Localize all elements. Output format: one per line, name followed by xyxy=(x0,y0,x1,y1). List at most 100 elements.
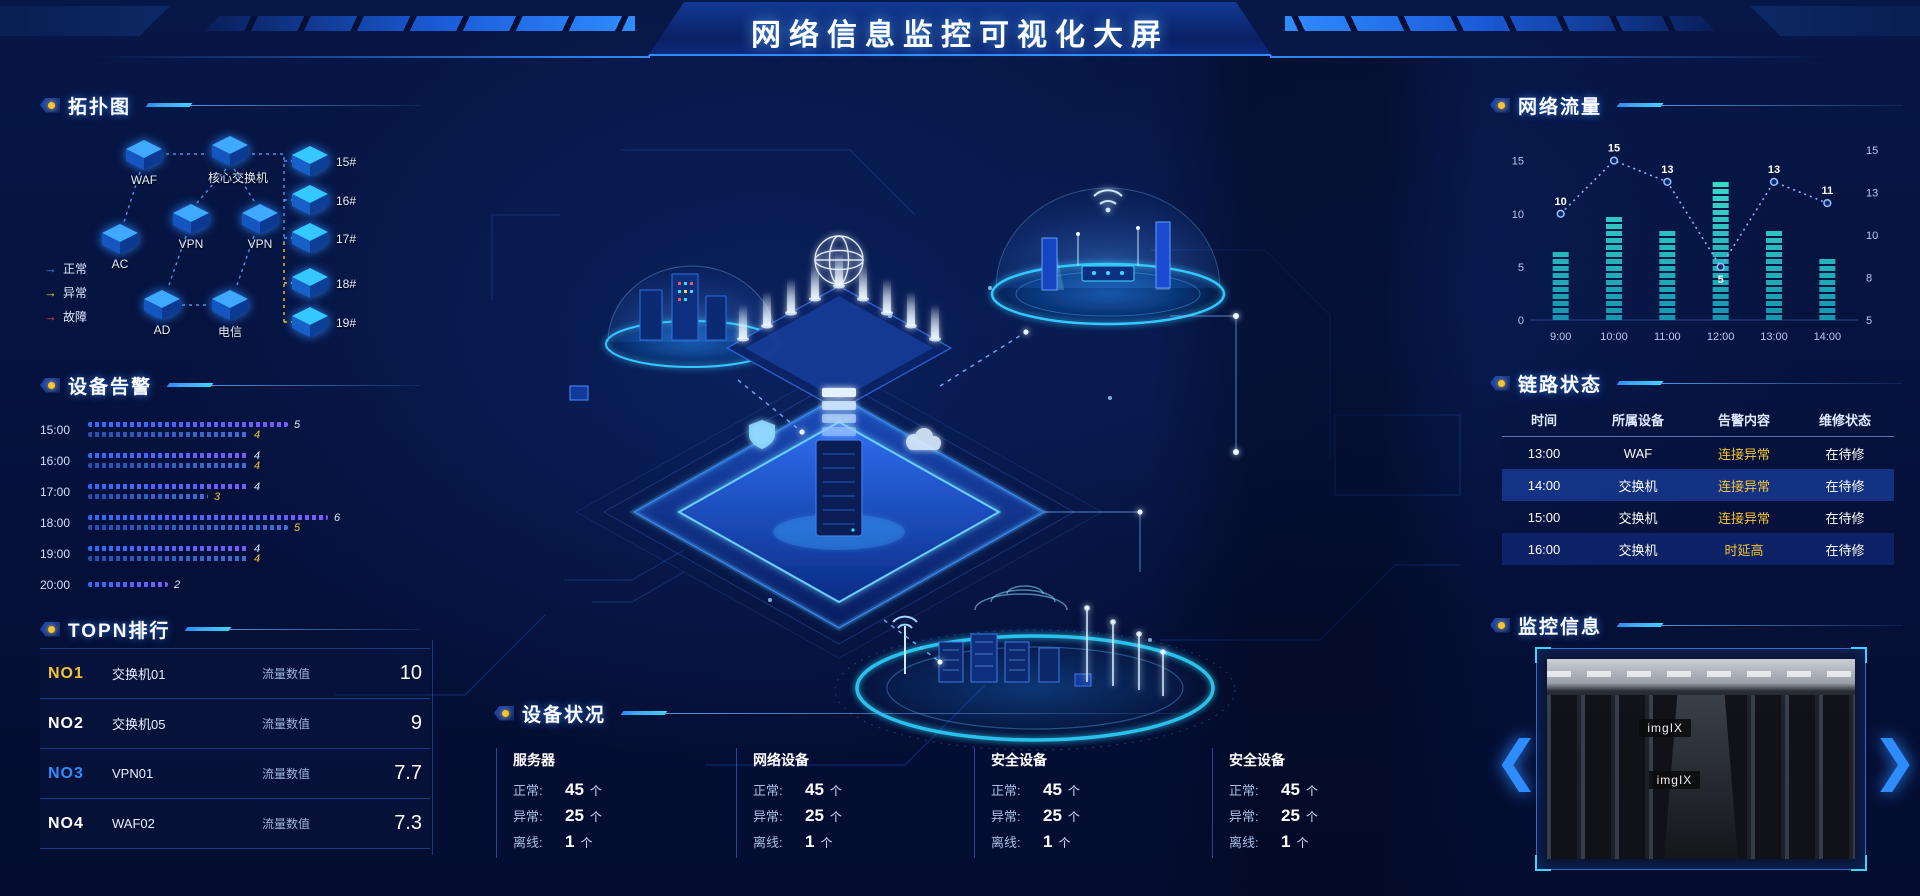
alarm-bar-line: 4 xyxy=(88,459,424,472)
stat-unit: 个 xyxy=(1067,784,1080,798)
svg-text:0: 0 xyxy=(1518,315,1524,327)
alarm-bar-line: 4 xyxy=(88,480,424,493)
background-shade xyxy=(1150,56,1480,896)
carousel-next-button[interactable]: ❯ xyxy=(1872,731,1918,791)
svg-text:5: 5 xyxy=(1718,274,1724,286)
topology-node[interactable]: VPN xyxy=(169,202,213,251)
svg-text:13: 13 xyxy=(1866,188,1878,200)
stat-value: 1 xyxy=(1043,832,1053,851)
alarm-bars: 2 xyxy=(88,579,424,591)
topn-value: 9 xyxy=(410,712,422,734)
topology-endpoint[interactable]: 15# xyxy=(290,144,356,178)
alarm-dot-bar xyxy=(88,453,248,458)
panel-title: TOPN排行 xyxy=(68,620,171,642)
stat-label: 异常: xyxy=(1229,809,1259,824)
panel-title: 监控信息 xyxy=(1518,616,1603,638)
alarm-count: 4 xyxy=(254,459,261,472)
stat-value: 25 xyxy=(1043,806,1062,825)
alarm-bar-line: 4 xyxy=(88,543,424,555)
topology-connections xyxy=(123,153,292,323)
svg-text:9:00: 9:00 xyxy=(1550,331,1571,343)
link-alarm: 时延高 xyxy=(1724,542,1764,558)
topology-endpoint[interactable]: 17# xyxy=(290,221,356,255)
platform-echo-outlines xyxy=(564,365,1104,659)
panel-title: 网络流量 xyxy=(1518,96,1603,118)
panel-header-device-status: 设备状况 xyxy=(494,700,1194,726)
left-column-divider xyxy=(432,640,433,855)
alarm-dot-bar xyxy=(88,582,168,587)
endpoint-label: 19# xyxy=(336,315,357,330)
stat-unit: 个 xyxy=(1305,784,1318,798)
alarm-count: 6 xyxy=(334,511,341,524)
frame-corner xyxy=(1851,647,1867,663)
panel-header-monitor: 监控信息 xyxy=(1490,612,1902,638)
alarm-dot-bar xyxy=(88,556,248,561)
device-cube-icon xyxy=(126,140,162,170)
topn-rank: NO3 xyxy=(48,764,84,782)
topology-endpoint[interactable]: 19# xyxy=(290,305,356,339)
topology-node[interactable]: 核心交换机 xyxy=(208,134,268,186)
dashed-connectors xyxy=(737,331,1027,663)
panel-header-line-decoration xyxy=(616,706,1194,720)
carousel-prev-button[interactable]: ❮ xyxy=(1494,731,1540,791)
raised-slab xyxy=(725,252,953,411)
panel-badge-icon xyxy=(1490,97,1510,113)
stat-label: 异常: xyxy=(991,809,1021,824)
frame-corner xyxy=(1535,855,1551,871)
alarm-count: 4 xyxy=(254,428,261,441)
panel-title: 设备状况 xyxy=(522,704,607,726)
topology-node[interactable]: 电信 xyxy=(208,288,252,340)
panel-badge-icon xyxy=(1490,375,1510,391)
panel-header-links: 链路状态 xyxy=(1490,370,1902,396)
topn-rank: NO4 xyxy=(48,814,84,832)
topology-node[interactable]: AC xyxy=(98,222,142,271)
stat-label: 正常: xyxy=(513,783,543,798)
central-network-illustration xyxy=(564,187,1239,751)
alarm-bar-line: 4 xyxy=(88,553,424,565)
stat-label: 离线: xyxy=(753,835,783,850)
device-group-name: 服务器 xyxy=(513,752,555,768)
topn-value: 10 xyxy=(399,662,422,684)
svg-text:14:00: 14:00 xyxy=(1814,331,1842,343)
link-table-header: 时间所属设备告警内容维修状态 xyxy=(1502,402,1894,437)
endpoint-label: 16# xyxy=(336,193,357,208)
alarm-dot-bar xyxy=(88,432,248,437)
link-status: 在待修 xyxy=(1825,510,1865,526)
alarm-count: 4 xyxy=(254,480,261,493)
panel-header-line-decoration xyxy=(141,98,420,112)
link-status: 在待修 xyxy=(1825,478,1865,494)
cloud-icon xyxy=(906,428,941,450)
device-cube-icon xyxy=(212,136,248,166)
server-room-photo: imgIX imgIX xyxy=(1547,659,1855,859)
topology-endpoint[interactable]: 18# xyxy=(290,266,356,300)
topology-node[interactable]: VPN xyxy=(238,202,282,251)
alarm-dot-bar xyxy=(88,546,248,551)
frame-corner xyxy=(1851,855,1867,871)
topology-endpoint[interactable]: 16# xyxy=(290,183,356,217)
image-watermark: imgIX xyxy=(1648,771,1701,789)
stat-unit: 个 xyxy=(829,784,842,798)
stat-label: 正常: xyxy=(991,783,1021,798)
topology-node[interactable]: WAF xyxy=(122,138,166,187)
topology-node[interactable]: AD xyxy=(140,288,184,337)
page-header: 网络信息监控可视化大屏 xyxy=(0,0,1920,64)
svg-text:11: 11 xyxy=(1822,185,1834,197)
